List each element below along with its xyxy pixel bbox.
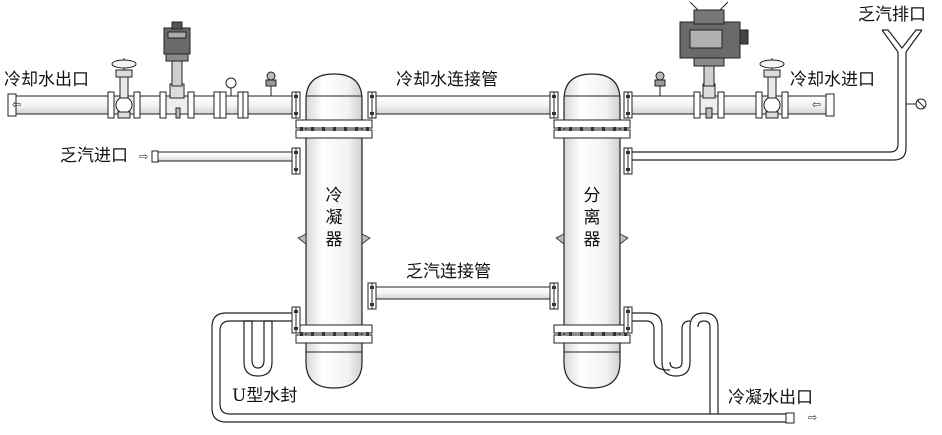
exhaust-outlet-pipe xyxy=(630,29,923,161)
support-lugs xyxy=(297,233,629,245)
exhaust-connect-pipe xyxy=(371,286,553,300)
nozzle-flanges xyxy=(291,91,633,334)
nozzle-flange xyxy=(549,282,559,310)
nozzle-flange xyxy=(623,91,633,119)
exhaust-connect-label: 乏汽连接管 xyxy=(406,262,491,282)
u-seal-pipe xyxy=(211,312,790,423)
exhaust-inlet-pipe xyxy=(151,150,297,163)
left-instruments xyxy=(213,71,277,119)
condenser-label: 冷 凝 器 xyxy=(324,185,344,251)
cooling-water-inlet-label: 冷却水进口 xyxy=(790,70,875,90)
nozzle-flange xyxy=(291,306,301,334)
nozzle-flange xyxy=(623,306,633,334)
cooling-water-outlet-label: 冷却水出口 xyxy=(4,70,89,90)
nozzle-flange xyxy=(367,282,377,310)
vessel-flange xyxy=(295,119,373,139)
separator-char-3: 器 xyxy=(583,230,601,250)
nozzle-flange xyxy=(291,147,301,175)
vessel-flange xyxy=(295,324,373,344)
right-temp-sensor xyxy=(654,71,666,96)
separator-label: 分 离 器 xyxy=(582,185,602,251)
nozzle-flange xyxy=(367,91,377,119)
vessel-flange xyxy=(553,119,631,139)
separator-char-2: 离 xyxy=(583,208,601,228)
u-seal-label: U型水封 xyxy=(232,386,298,406)
left-globe-valve xyxy=(107,58,141,119)
condenser-char-2: 凝 xyxy=(325,208,343,228)
right-globe-valve xyxy=(755,58,789,119)
nozzle-flange xyxy=(549,91,559,119)
cooling-water-connect-label: 冷却水连接管 xyxy=(396,70,498,90)
left-control-valve xyxy=(159,21,195,119)
condensate-outlet-arrow: ⇨ xyxy=(808,411,818,424)
right-control-valve xyxy=(679,1,749,119)
nozzle-flange xyxy=(291,91,301,119)
cooling-water-inlet-arrow: ⇦ xyxy=(812,98,822,111)
exhaust-inlet-label: 乏汽进口 xyxy=(60,146,128,166)
condensate-outlet-cap xyxy=(785,412,795,424)
condenser-char-3: 器 xyxy=(325,230,343,250)
exhaust-outlet-label: 乏汽排口 xyxy=(858,5,926,25)
vessel-flanges xyxy=(295,119,631,344)
separator-char-1: 分 xyxy=(583,186,601,206)
condensate-outlet-label: 冷凝水出口 xyxy=(728,388,813,408)
exhaust-inlet-arrow: ⇨ xyxy=(139,150,149,163)
nozzle-flange xyxy=(623,147,633,175)
condenser-char-1: 冷 xyxy=(325,186,343,206)
exhaust-sensor xyxy=(906,98,927,110)
cooling-water-outlet-arrow: ⇦ xyxy=(12,98,22,111)
vessel-flange xyxy=(553,324,631,344)
